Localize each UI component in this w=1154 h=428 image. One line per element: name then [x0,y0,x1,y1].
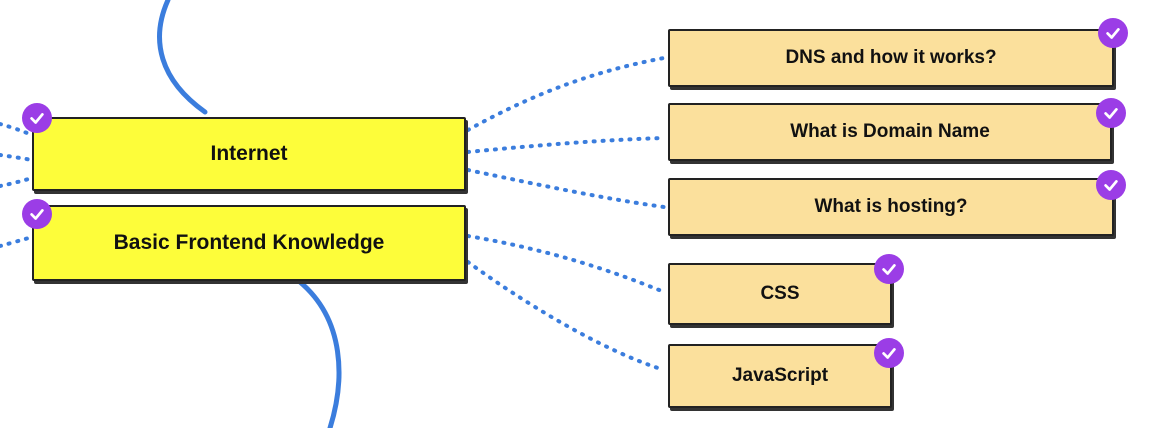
left-link-2 [0,153,34,162]
node-dns-label: DNS and how it works? [785,47,997,68]
check-icon [874,254,904,284]
node-hosting-label: What is hosting? [814,196,968,217]
check-icon [1096,170,1126,200]
check-icon [874,338,904,368]
left-link-1 [0,122,34,137]
check-icon [1096,98,1126,128]
left-link-4 [0,235,34,248]
node-hosting[interactable]: What is hosting? [668,178,1114,236]
check-icon [22,103,52,133]
check-icon [22,199,52,229]
left-link-3 [0,176,34,188]
link-internet-domain [466,136,666,154]
main-path-top [157,0,208,115]
node-basic-frontend[interactable]: Basic Frontend Knowledge [32,205,466,281]
check-icon [1098,18,1128,48]
node-javascript-label: JavaScript [731,365,829,386]
node-css[interactable]: CSS [668,263,892,325]
node-dns[interactable]: DNS and how it works? [668,29,1114,87]
node-basic-frontend-label: Basic Frontend Knowledge [113,231,385,254]
node-css-label: CSS [760,283,800,304]
node-javascript[interactable]: JavaScript [668,344,892,408]
node-internet-label: Internet [210,142,288,165]
link-internet-hosting [466,168,666,209]
link-frontend-css [466,234,666,294]
node-domain[interactable]: What is Domain Name [668,103,1112,161]
node-internet[interactable]: Internet [32,117,466,191]
main-path-bottom [297,279,342,428]
node-domain-label: What is Domain Name [790,121,990,142]
link-frontend-javascript [466,260,666,372]
link-internet-dns [466,56,666,132]
